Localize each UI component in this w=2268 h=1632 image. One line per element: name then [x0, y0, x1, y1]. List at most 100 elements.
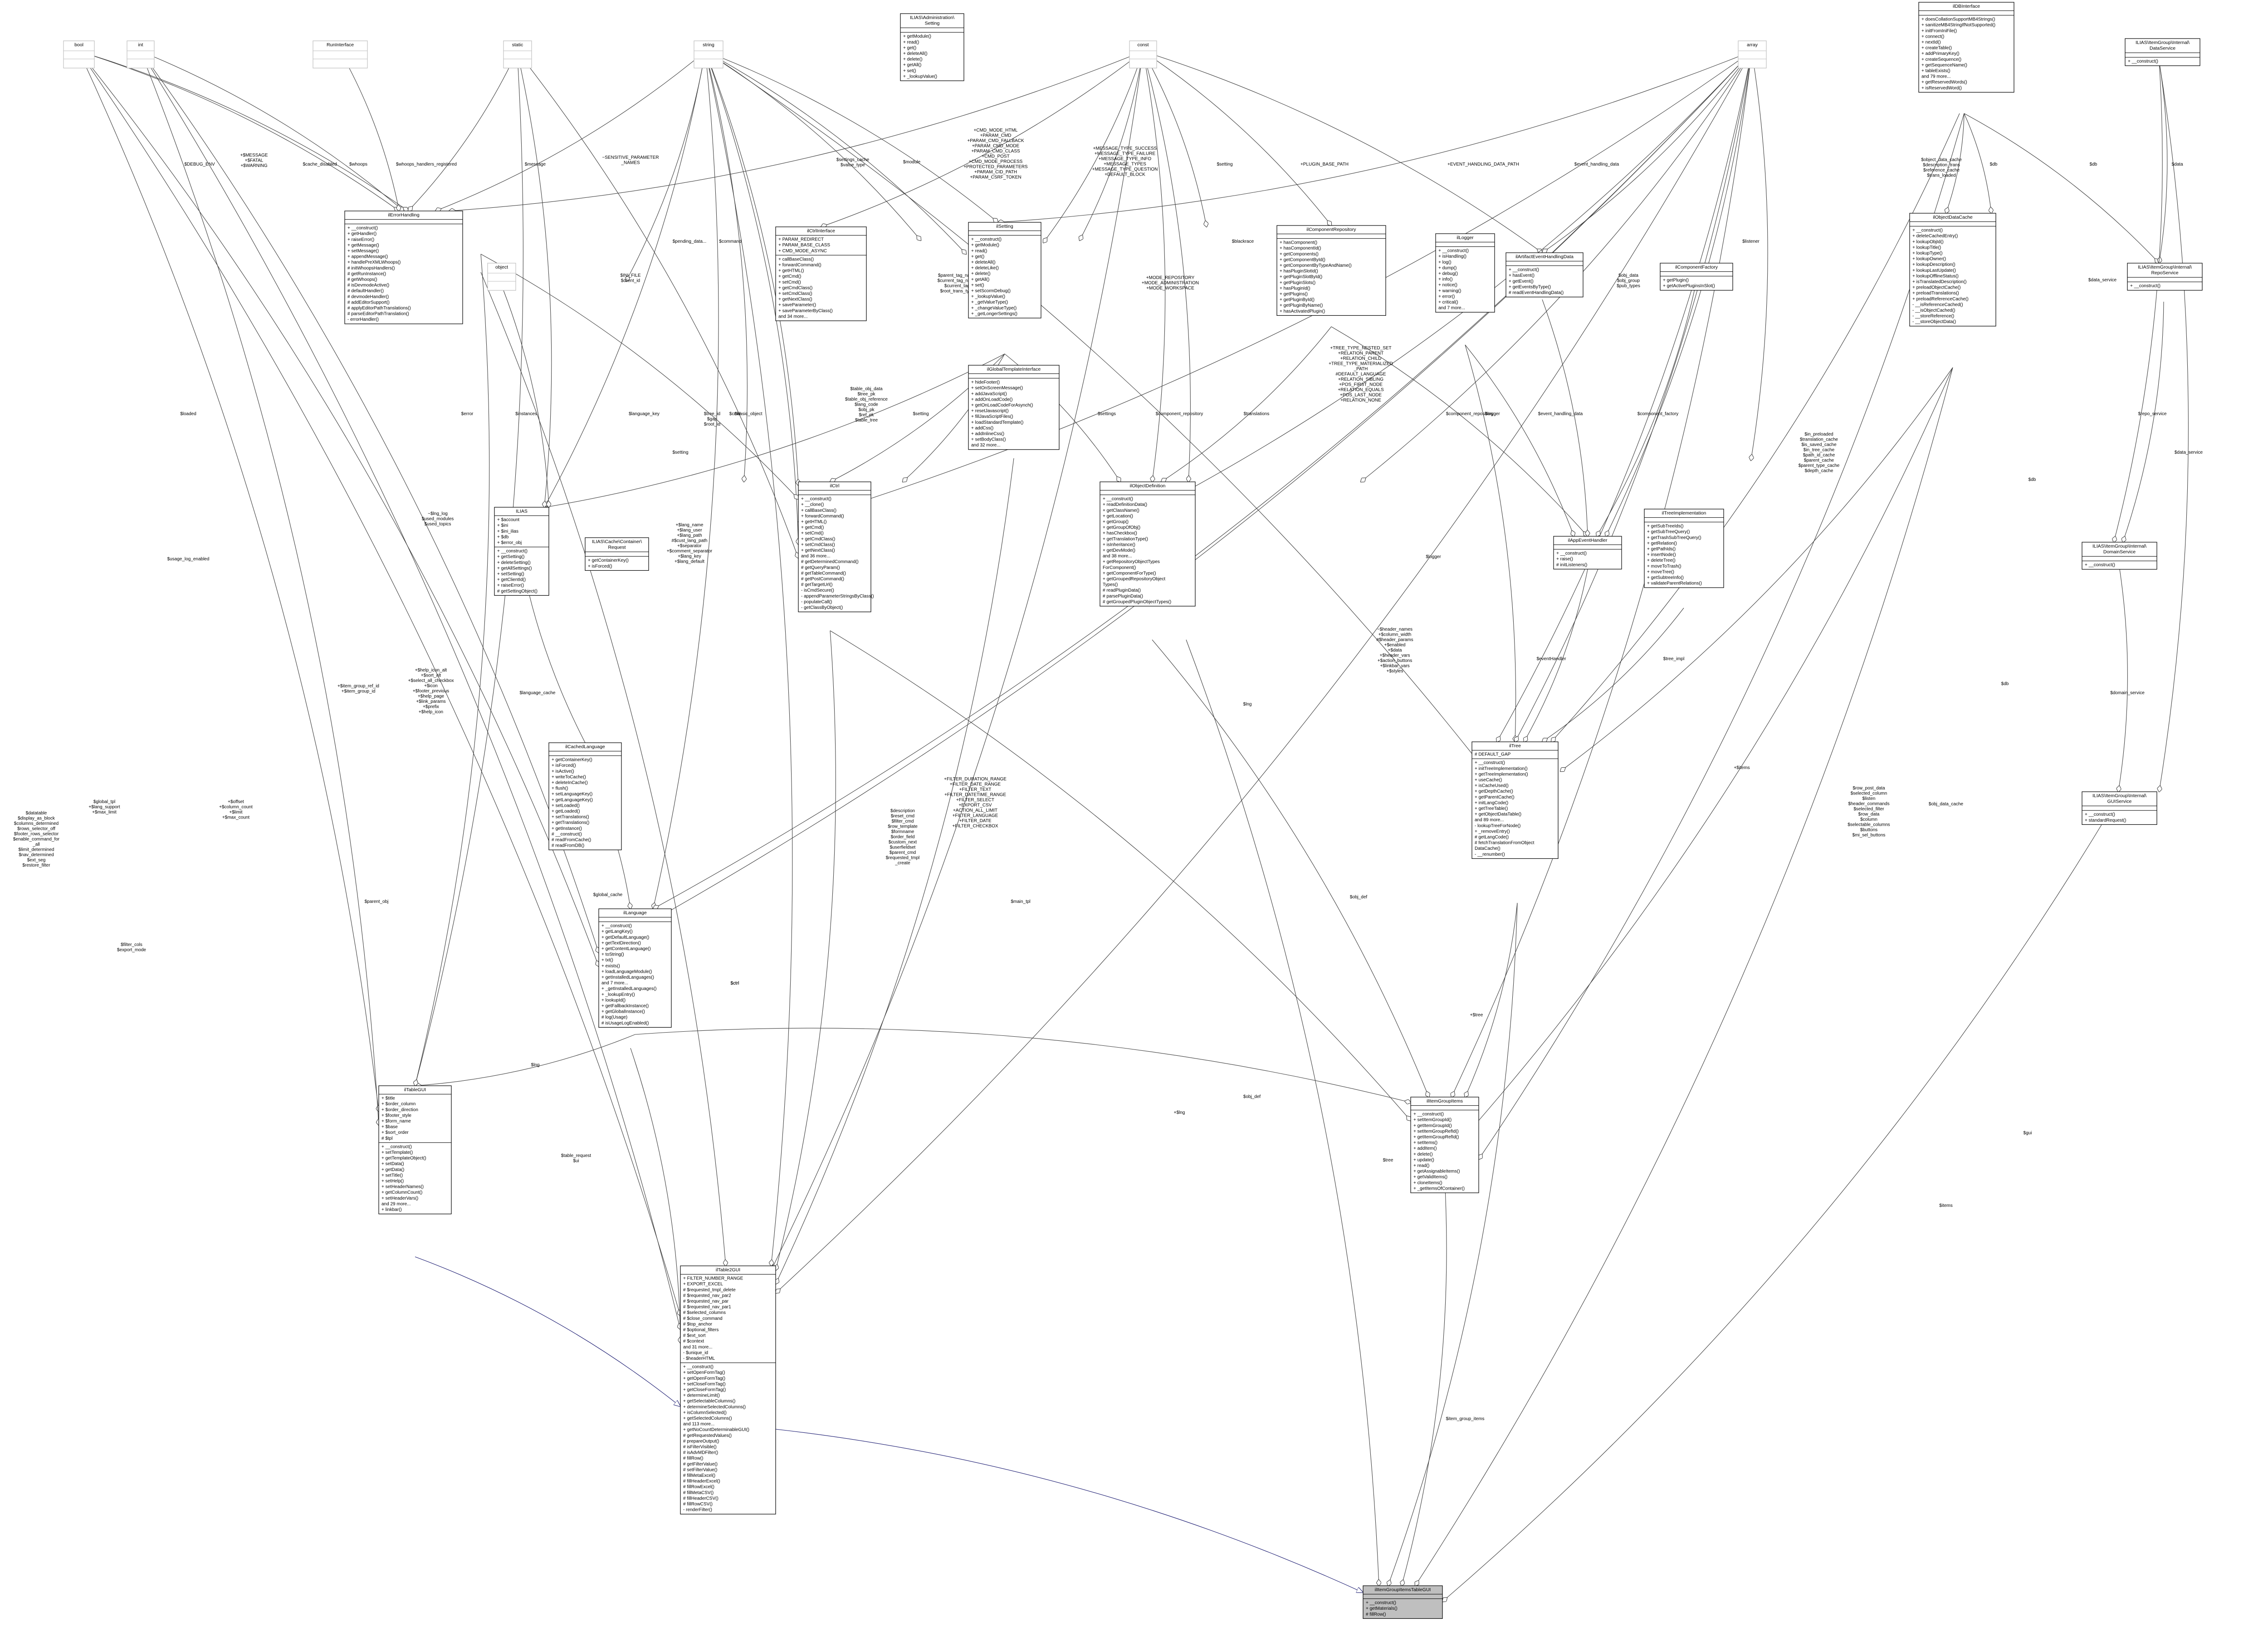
class-attribute: + EXPORT_EXCEL	[683, 1282, 723, 1287]
class-ilcomponentfactory[interactable]: ilComponentFactory+ getPlugin()+ getActi…	[1660, 263, 1733, 291]
class-operation: + isForced()	[552, 763, 576, 768]
class-title: ilTable2GUI	[716, 1267, 740, 1273]
class-ilias-administration-setting[interactable]: ILIAS\Administration\Setting+ getModule(…	[900, 13, 964, 81]
class-operation: + getGroupedRepositoryObject	[1103, 577, 1165, 582]
association-edge	[415, 254, 490, 1086]
class-iltreeimplementation[interactable]: ilTreeImplementation+ getSubTreeIds()+ g…	[1644, 509, 1724, 588]
class-object[interactable]: object	[487, 263, 516, 291]
class-bool[interactable]: bool	[63, 40, 95, 69]
class-operation: # initListeners()	[1556, 563, 1587, 568]
class-operation: + getPluginById()	[1280, 298, 1315, 303]
class-operation: + update()	[1413, 1157, 1434, 1162]
class-operation: # isFilterVisible()	[683, 1445, 717, 1450]
class-operation: + addOnLoadCode()	[971, 397, 1012, 402]
class-operation: # getQueryParam()	[801, 565, 840, 570]
class-static[interactable]: static	[503, 40, 532, 69]
inheritance-edge	[415, 1256, 680, 1407]
class-operation: + loadLanguageModule()	[601, 969, 652, 974]
association-edge	[1946, 113, 1965, 213]
class-iltree[interactable]: ilTree# DEFAULT_GAP+ __construct()+ init…	[1471, 741, 1559, 859]
class-ilias[interactable]: ILIAS+ $account+ $ini+ $ini_ilias+ $db+ …	[494, 507, 549, 596]
class-operation: + getCloseFormTag()	[683, 1387, 726, 1392]
class-operation: # isDevmodeActive()	[347, 283, 389, 288]
edge-label: $logger	[1426, 554, 1441, 559]
association-edge	[1597, 281, 1697, 536]
association-edge	[1606, 51, 1752, 536]
class-operation: + getLangKey()	[601, 929, 633, 934]
class-ilctrl[interactable]: ilCtrl+ __construct()+ __clone()+ callBa…	[798, 481, 874, 613]
class-ilglobaltemplateinterface[interactable]: ilGlobalTemplateInterface+ hideFooter()+…	[968, 365, 1060, 450]
association-edge	[1331, 326, 1588, 536]
class-illogger[interactable]: ilLogger+ __construct()+ isHandling()+ l…	[1435, 233, 1495, 313]
class-operation: + getSelectedColumns()	[683, 1416, 732, 1421]
class-operation: + forwardCommand()	[778, 263, 821, 268]
class-ilartifacteventhandlingdata[interactable]: ilArtifactEventHandlingData+ __construct…	[1505, 252, 1584, 298]
class-box	[1100, 481, 1196, 607]
class-int[interactable]: int	[127, 40, 155, 69]
class-iltable2gui[interactable]: ilTable2GUI+ FILTER_NUMBER_RANGE+ EXPORT…	[680, 1265, 776, 1514]
class-operation: + getLanguageKey()	[552, 798, 593, 803]
class-operation: + __construct()	[1438, 249, 1469, 254]
edge-label: $module	[903, 160, 921, 165]
class-ilctrlinterface[interactable]: ilCtrlInterface+ PARAM_REDIRECT+ PARAM_B…	[775, 226, 867, 321]
class-operation: + __construct()	[1366, 1601, 1396, 1606]
association-edge	[544, 51, 706, 507]
class-operation: + addInlineCss()	[971, 431, 1004, 436]
association-edge	[1388, 902, 1518, 1586]
class-ilias-itemgroup-internal-dataservice[interactable]: ILIAS\ItemGroup\Internal\DataService+ __…	[2125, 38, 2200, 66]
class-box	[775, 226, 867, 321]
class-ilias-cache-container-request[interactable]: ILIAS\Cache\Container\Request+ getContai…	[585, 537, 649, 571]
edge-label: $obj_data$obj_group$pub_types	[1617, 273, 1640, 289]
class-operation: + getContainerKey()	[552, 758, 592, 763]
class-ilerrorhandling[interactable]: ilErrorHandling+ __construct()+ getHandl…	[344, 211, 463, 324]
class-title: ilItemGroupItems	[1427, 1098, 1463, 1104]
class-operation: + getComponentById()	[1280, 257, 1325, 262]
edge-label: +FILTER_DURATION_RANGE+FILTER_DATE_RANGE…	[944, 777, 1007, 829]
association-edge	[140, 51, 599, 953]
class-title: ILIAS\ItemGroup\Internal\RepoService	[2138, 265, 2192, 276]
class-operation: + getEvent()	[1509, 279, 1534, 284]
class-const[interactable]: const	[1129, 40, 1157, 69]
class-box	[2125, 38, 2200, 66]
class-operation: + getInstalledLanguages()	[601, 975, 654, 980]
class-operation: # getLangCode()	[1475, 835, 1509, 840]
class-ilitemgroupitems[interactable]: ilItemGroupItems+ __construct()+ setItem…	[1410, 1097, 1479, 1193]
edge-label: $logger	[1485, 412, 1500, 417]
class-attribute: + $ini	[497, 523, 508, 528]
class-operation: # fillMetaCSV()	[683, 1490, 714, 1495]
class-ilias-itemgroup-internal-domainservice[interactable]: ILIAS\ItemGroup\Internal\DomainService+ …	[2082, 542, 2157, 570]
class-operation: + getActivePluginsInSlot()	[1663, 284, 1715, 289]
association-edge	[1551, 113, 1960, 742]
class-ilsetting[interactable]: ilSetting+ __construct()+ getModule()+ r…	[968, 222, 1041, 319]
class-operation: + getCmdClass()	[801, 537, 835, 542]
class-ilcachedlanguage[interactable]: ilCachedLanguage+ getContainerKey()+ isF…	[548, 742, 622, 850]
class-box	[598, 908, 672, 1028]
class-ilobjectdatacache[interactable]: ilObjectDataCache+ __construct()+ delete…	[1909, 213, 1996, 327]
class-illanguage[interactable]: ilLanguage+ __construct()+ getLangKey()+…	[598, 908, 672, 1028]
class-attribute: # $requested_nav_par1	[683, 1305, 731, 1310]
class-operation: # prepareOutput()	[683, 1439, 719, 1444]
edge-label: $component_repository	[1156, 412, 1203, 417]
class-operation: + getRepositoryObjectTypes	[1103, 559, 1160, 564]
class-operation: + deleteSetting()	[497, 560, 531, 565]
class-runinterface[interactable]: RunInterface	[313, 40, 368, 69]
edge-label: $setting	[913, 412, 929, 417]
class-operation: + lookupOfflineStatus()	[1912, 274, 1959, 279]
class-ildbinterface[interactable]: ilDBInterface+ doesCollationSupportMB4St…	[1918, 2, 2014, 93]
class-ilias-itemgroup-internal-reposervice[interactable]: ILIAS\ItemGroup\Internal\RepoService+ __…	[2127, 263, 2203, 291]
class-title: array	[1747, 42, 1758, 48]
class-ilcomponentrepository[interactable]: ilComponentRepository+ hasComponent()+ h…	[1276, 225, 1386, 316]
class-operation: # getSettingObject()	[497, 589, 538, 594]
class-ilappeventhandler[interactable]: ilAppEventHandler+ __construct()+ raise(…	[1553, 536, 1622, 570]
class-operation: # log(Usage)	[601, 1015, 627, 1020]
class-ilitemgroupitemstablegui[interactable]: ilItemGroupItemsTableGUI+ __construct()+…	[1363, 1585, 1443, 1619]
class-attribute: # $selected_columns	[683, 1310, 726, 1315]
class-ilias-itemgroup-internal-guiservice[interactable]: ILIAS\ItemGroup\Internal\GUIService+ __c…	[2082, 791, 2157, 825]
class-array[interactable]: array	[1738, 40, 1767, 69]
association-edge	[771, 51, 1144, 1270]
class-iltablegui[interactable]: ilTableGUI+ $title+ $order_column+ $orde…	[378, 1085, 452, 1215]
class-operation: + read()	[1413, 1163, 1429, 1168]
class-string[interactable]: string	[694, 40, 723, 69]
edge-label: $filter_cols$export_mode	[117, 942, 146, 953]
class-ilobjectdefinition[interactable]: ilObjectDefinition+ __construct()+ readD…	[1100, 481, 1196, 607]
